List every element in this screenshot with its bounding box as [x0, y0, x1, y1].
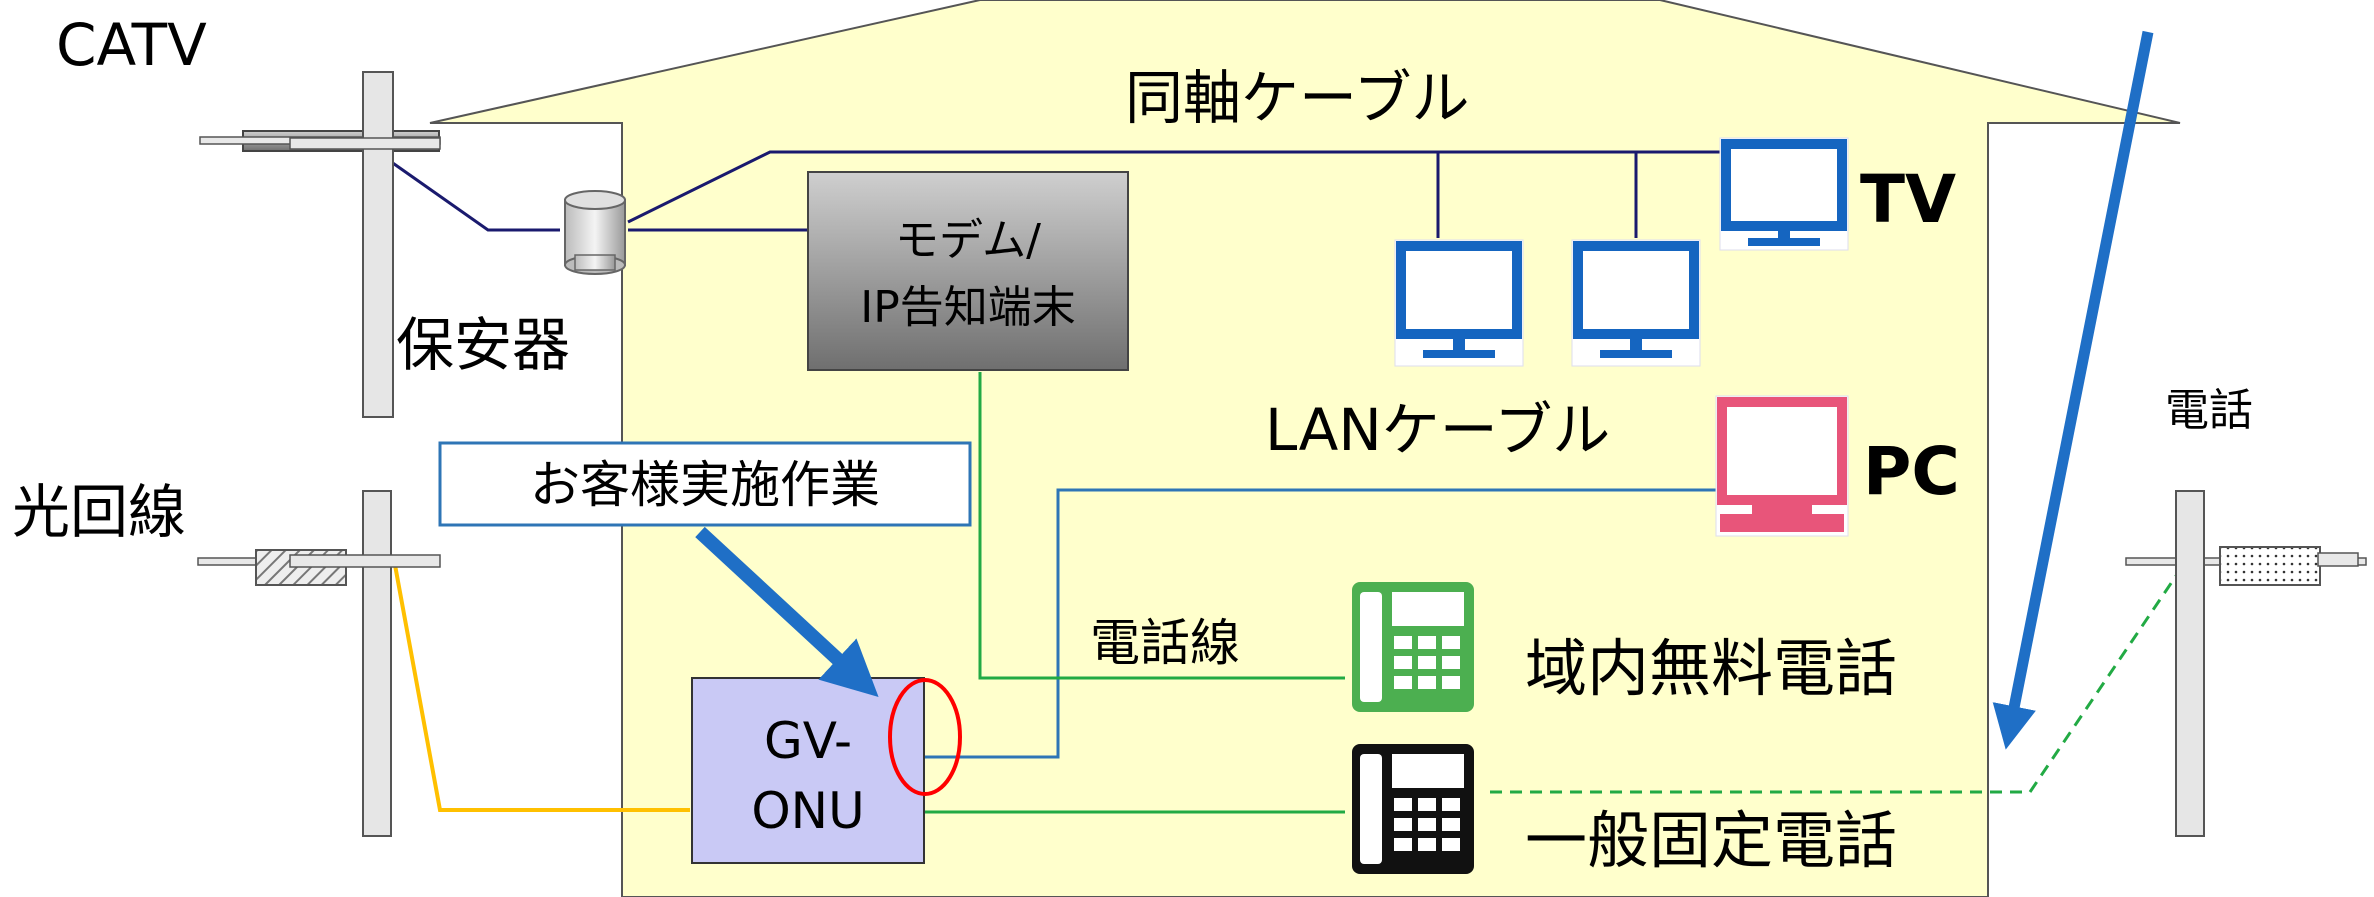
tv-label: TV	[1860, 161, 1956, 238]
phone-pole	[2125, 490, 2367, 837]
coax-cable-label: 同軸ケーブル	[1125, 64, 1470, 132]
onu-label-line1: GV-	[764, 712, 852, 770]
hikari-line-label: 光回線	[12, 478, 186, 546]
protector-icon	[564, 190, 626, 275]
denwa-label: 電話	[2165, 385, 2253, 436]
pc-monitor-icon	[1715, 395, 1849, 537]
phone-line-label: 電話線	[1090, 614, 1240, 672]
coax-cables	[359, 138, 1720, 238]
onu-box: GV- ONU	[691, 677, 925, 864]
pc-label: PC	[1863, 433, 1960, 510]
phone-green-icon	[1352, 582, 1474, 712]
catv-pole	[199, 71, 441, 418]
port-highlight-circle	[888, 678, 962, 796]
lan-cable-label: LANケーブル	[1265, 396, 1610, 464]
phone-black-icon	[1352, 744, 1474, 874]
tv-monitor-icon	[1719, 137, 1849, 251]
protector-label: 保安器	[396, 311, 570, 379]
modem-label-line2: IP告知端末	[860, 282, 1076, 333]
modem-label-line1: モデム/	[895, 215, 1041, 266]
customer-work-label: お客様実施作業	[530, 456, 880, 514]
onu-label-line2: ONU	[751, 782, 864, 840]
lan-cable-line	[922, 488, 1724, 759]
fiber-pole	[197, 490, 441, 837]
fiber-line	[393, 564, 690, 812]
catv-label: CATV	[56, 11, 207, 79]
lan-monitor-icon	[1571, 239, 1701, 367]
customer-work-box: お客様実施作業	[438, 441, 972, 527]
modem-box: モデム/ IP告知端末	[807, 171, 1129, 371]
customer-work-arrow	[695, 526, 879, 698]
free-local-call-label: 域内無料電話	[1525, 632, 1897, 705]
fixed-phone-label: 一般固定電話	[1525, 804, 1897, 877]
phone-lines	[925, 372, 2182, 814]
lan-monitor-icon	[1394, 239, 1524, 367]
signal-arrow	[1992, 30, 2154, 750]
